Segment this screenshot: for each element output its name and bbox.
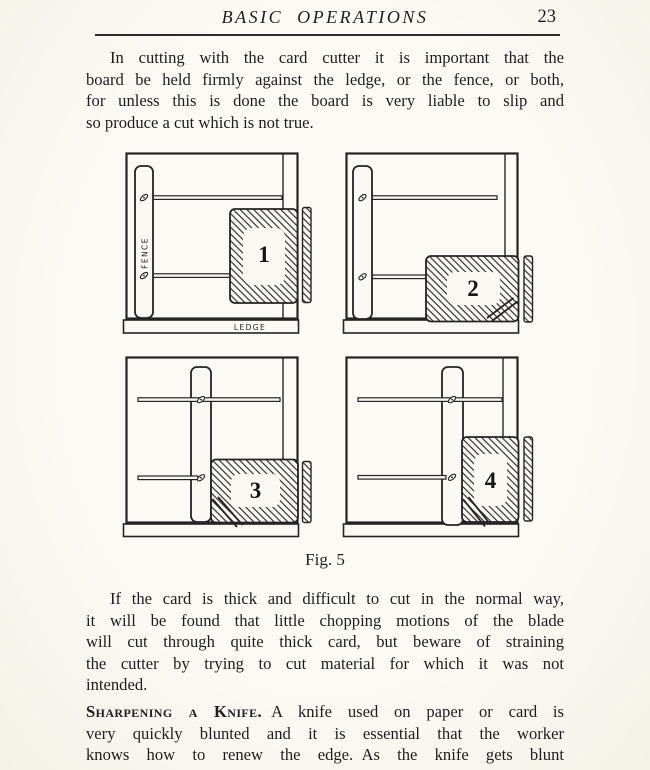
guide-rod [370,274,429,280]
figure-panel-4: 4 [342,356,534,538]
knife-mark [211,498,238,528]
text-line: intended. [86,675,148,694]
paragraph-3: Sharpening a Knife. A knife used on paper… [86,701,564,766]
text-line: In cutting with the card cutter it is im… [110,48,564,67]
guide-rod [137,475,199,481]
ledge-bar [122,523,300,538]
text-run: A knife used on paper or card is [271,702,564,721]
card-number: 4 [485,468,497,493]
page-title: BASIC OPERATIONS [221,7,429,27]
figure-caption: Fig. 5 [305,550,345,569]
text-line: will cut through quite thick card, but b… [86,632,564,651]
text-line: board be held firmly against the ledge, … [86,69,564,89]
paragraph-1: In cutting with the card cutter it is im… [86,47,564,133]
blade-strip [301,206,312,304]
guide-rod [357,397,503,402]
card-2-face [447,272,500,305]
card-cutter-diagram: FENCE 1 LEDGE 2 [122,152,534,538]
section-leadin: Sharpening a Knife. [86,702,263,721]
text-line: for unless this is done the board is ver… [86,91,564,110]
ledge-bar [342,523,520,538]
header-rule [95,34,560,36]
text-line: knows how to renew the edge. As the knif… [86,745,564,764]
paragraph-2: If the card is thick and difficult to cu… [86,588,564,696]
guide-rod [370,195,498,201]
card-number: 3 [250,478,262,503]
card-3-face [231,474,280,507]
cutter-frame [125,356,299,524]
card-number: 2 [467,276,479,301]
fence-bar [190,366,212,523]
card-4-face [474,454,507,506]
fence-bar [441,366,464,526]
text-line: Sharpening a Knife. A knife used on paper… [86,701,564,723]
guide-rod [151,273,233,278]
blade-strip [523,436,534,522]
card-1-face [243,228,285,285]
knife-mark [467,496,492,526]
blade-strip [523,255,534,323]
figure-panel-1: FENCE 1 LEDGE [122,152,312,334]
text-line: it will be found that little chopping mo… [86,610,564,630]
knife-mark [486,297,515,319]
figure-panel-2: 2 [342,152,534,334]
knife-mark [217,496,244,526]
fence-bar [134,165,154,319]
knife-mark [491,300,519,322]
ledge-bar [122,319,300,334]
text-line: the cutter by trying to cut material for… [86,653,564,673]
ledge-label: LEDGE [234,323,266,332]
knife-mark [462,498,486,528]
guide-rod [357,474,447,480]
text-line: If the card is thick and difficult to cu… [110,589,564,608]
fence-label: FENCE [141,237,150,269]
guide-rod [137,397,281,402]
card-number: 1 [258,242,270,267]
figure-5: FENCE 1 LEDGE 2 [0,140,650,546]
page-number: 23 [537,7,557,27]
running-header: BASIC OPERATIONS [86,7,564,28]
blade-strip [301,460,312,524]
text-line: so produce a cut which is not true. [86,112,314,132]
fence-bar [352,165,373,320]
text-line: very quickly blunted and it is essential… [86,723,564,743]
figure-panel-3: 3 [122,356,312,538]
guide-rod [151,195,283,201]
